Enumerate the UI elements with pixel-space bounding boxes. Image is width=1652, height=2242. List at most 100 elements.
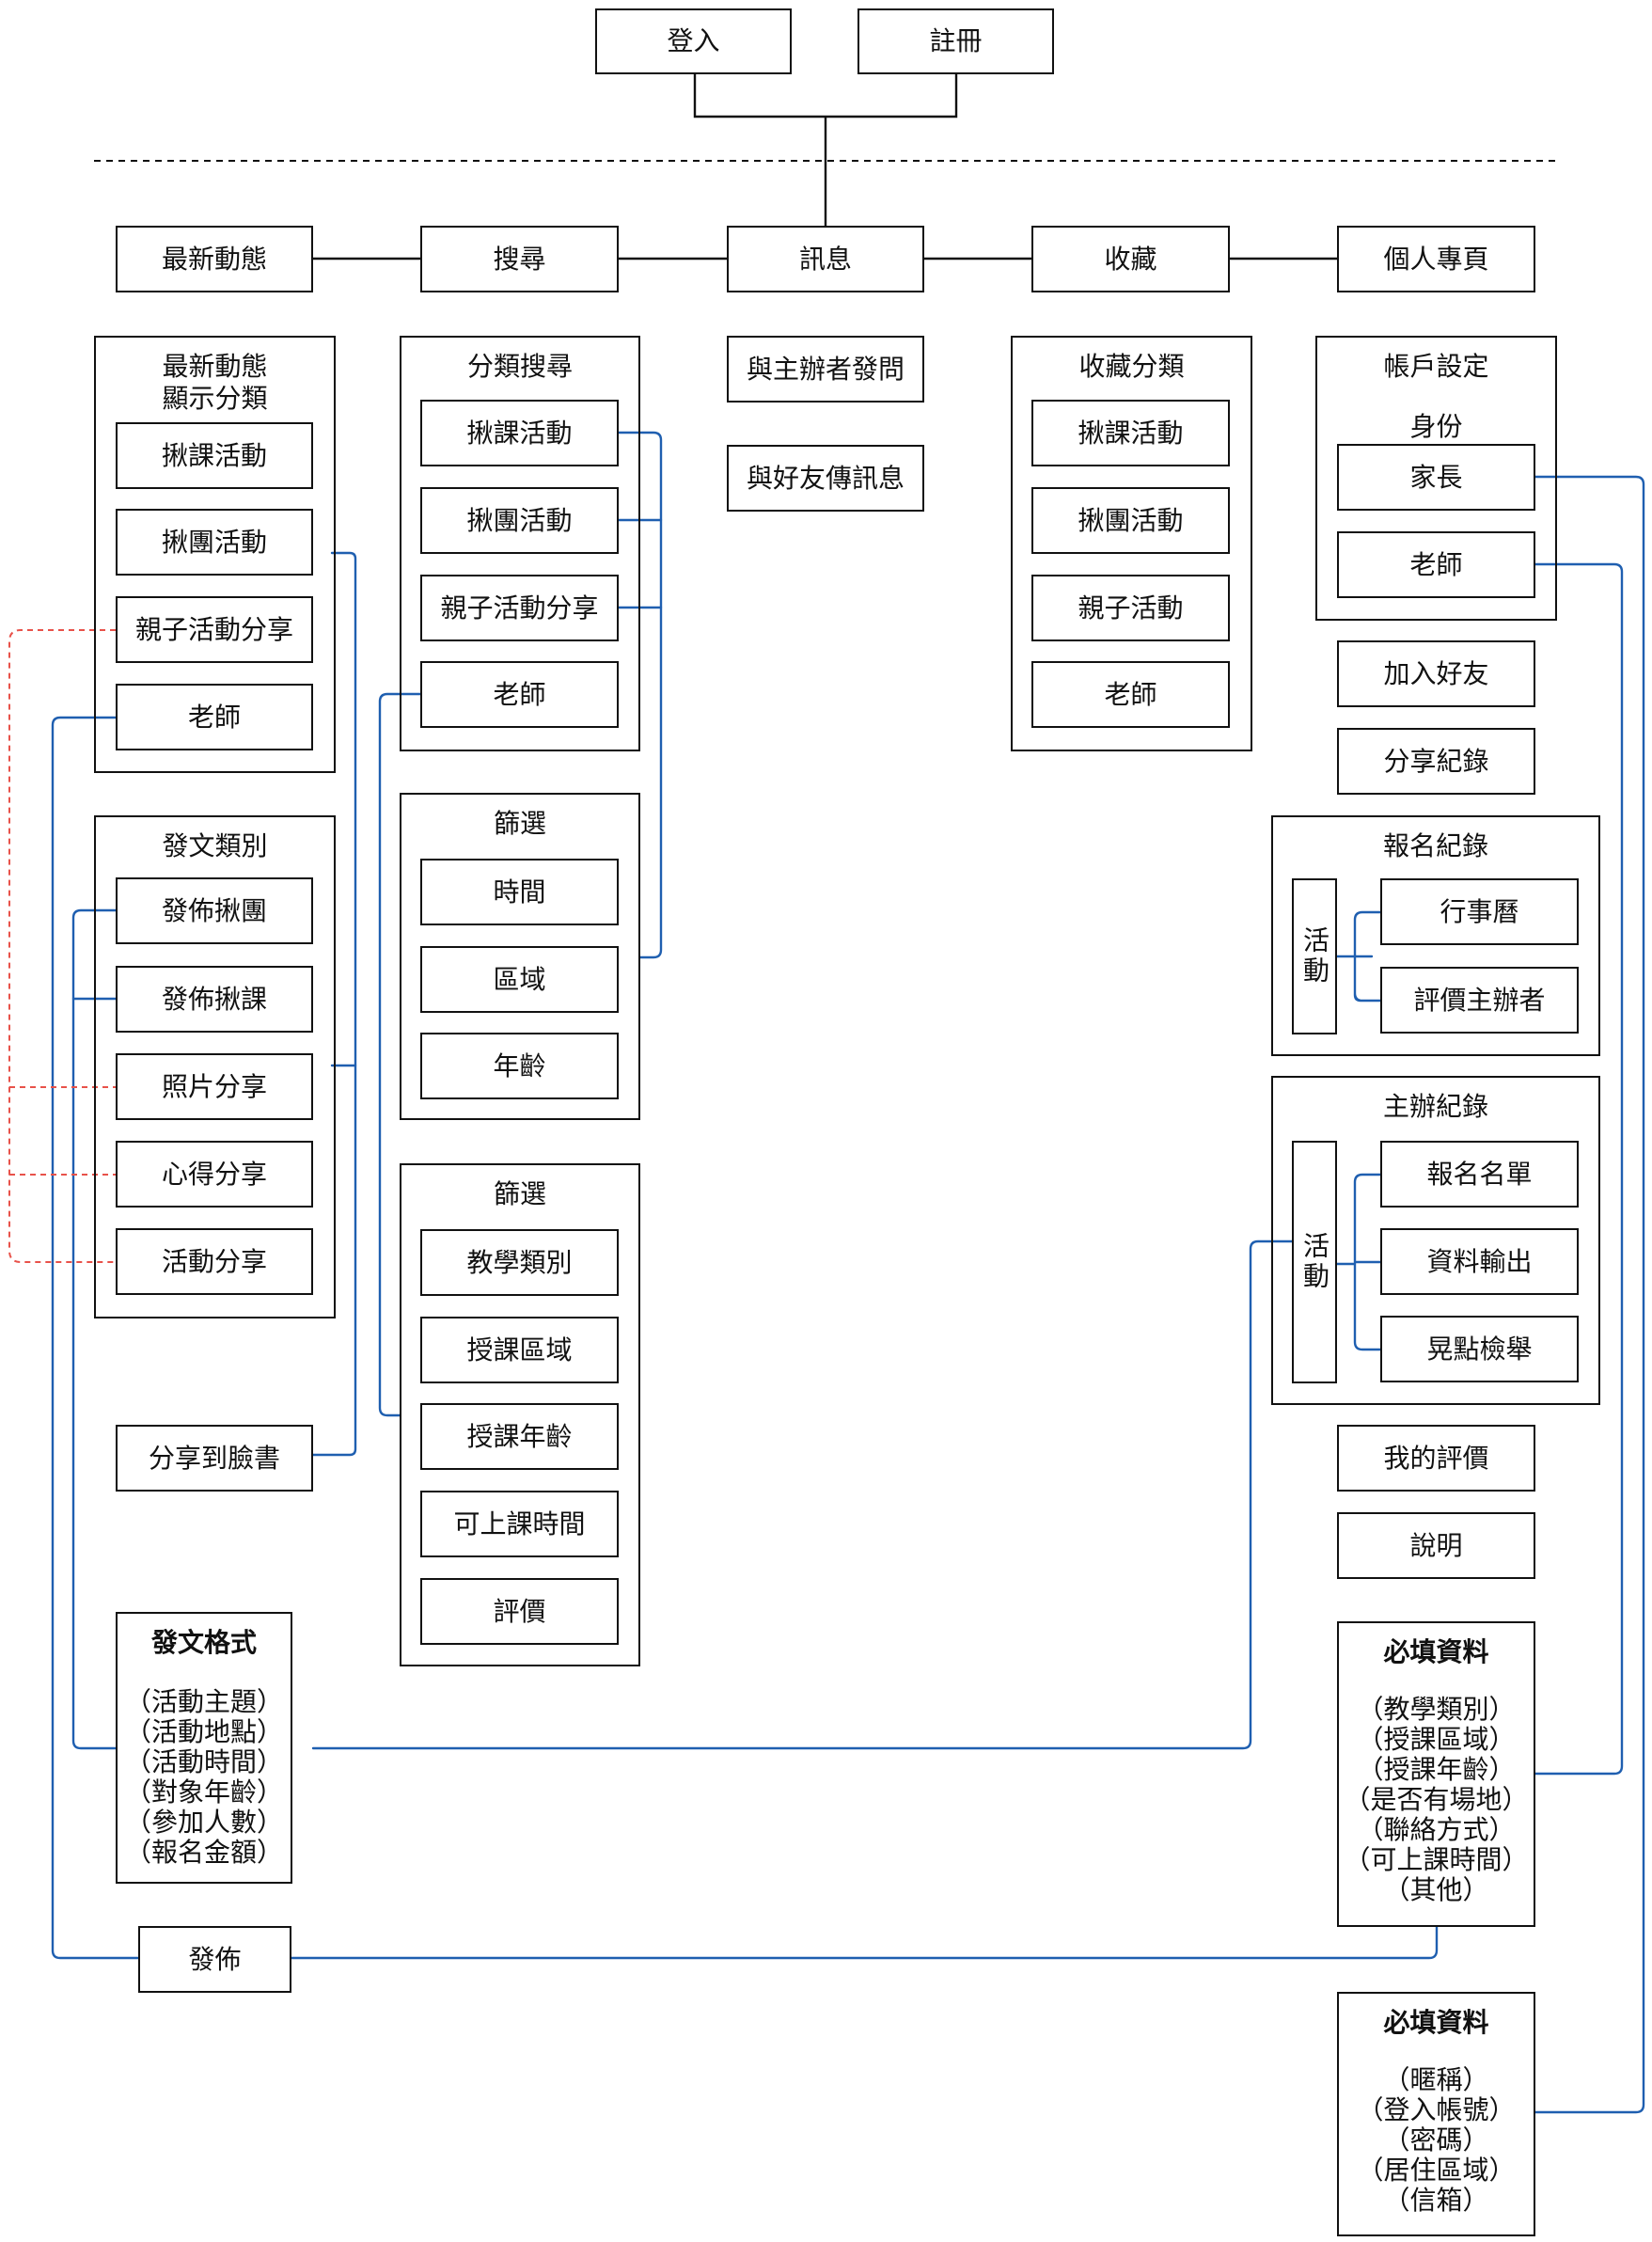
post-type-item[interactable]: 發佈揪課 [116, 966, 313, 1033]
signup-record-frame: 報名紀錄 [1271, 815, 1600, 1056]
required-info-item: （信箱） [1383, 2184, 1489, 2216]
post-type-label: 活動分享 [161, 1245, 267, 1277]
signup-record-item[interactable]: 行事曆 [1380, 878, 1579, 945]
add-friend-button[interactable]: 加入好友 [1337, 640, 1535, 707]
signup-record-item[interactable]: 評價主辦者 [1380, 967, 1579, 1034]
post-type-item[interactable]: 活動分享 [116, 1228, 313, 1295]
latest-category-item[interactable]: 揪團活動 [116, 509, 313, 576]
share-red-branch [9, 1086, 116, 1176]
required-info-item: （授課區域） [1357, 1723, 1516, 1755]
search-filter-item[interactable]: 區域 [420, 946, 619, 1013]
post-format-item: （活動地點） [124, 1715, 283, 1747]
post-type-item[interactable]: 心得分享 [116, 1141, 313, 1208]
account-settings-frame: 帳戶設定 身份 [1315, 336, 1557, 621]
favorites-item[interactable]: 揪團活動 [1031, 487, 1230, 554]
search-category-item[interactable]: 老師 [420, 661, 619, 728]
nav-latest[interactable]: 最新動態 [116, 226, 313, 292]
host-record-item-label: 資料輸出 [1426, 1245, 1533, 1277]
login-button[interactable]: 登入 [595, 8, 792, 74]
share-record-button[interactable]: 分享紀錄 [1337, 728, 1535, 795]
signup-activity-text: 活動 [1299, 926, 1330, 987]
search-filter-label: 教學類別 [466, 1246, 573, 1278]
nav-profile[interactable]: 個人專頁 [1337, 226, 1535, 292]
search-filter-label: 授課區域 [466, 1334, 573, 1366]
favorites-label: 揪課活動 [1078, 417, 1184, 449]
latest-category-label: 揪團活動 [161, 526, 267, 558]
search-filter-item[interactable]: 授課年齡 [420, 1403, 619, 1470]
signup-record-item-label: 行事曆 [1440, 895, 1519, 927]
search-category-item[interactable]: 親子活動分享 [420, 575, 619, 641]
search-filter-label: 年齡 [493, 1050, 546, 1082]
nav-search-label: 搜尋 [493, 243, 546, 275]
identity-parent-label: 家長 [1409, 461, 1463, 493]
identity-teacher-button[interactable]: 老師 [1337, 531, 1535, 598]
required-info-item: （居住區域） [1357, 2154, 1516, 2186]
latest-category-frame: 最新動態 顯示分類 [94, 336, 336, 773]
signup-record-title: 報名紀錄 [1382, 830, 1488, 861]
register-button[interactable]: 註冊 [857, 8, 1054, 74]
required-info-parent-box: 必填資料 （暱稱） （登入帳號） （密碼） （居住區域） （信箱） [1337, 1992, 1535, 2236]
search-filter2-frame: 篩選 [400, 1163, 640, 1666]
post-format-box: 發文格式 （活動主題） （活動地點） （活動時間） （對象年齡） （參加人數） … [116, 1612, 292, 1884]
post-type-title: 發文類別 [162, 830, 268, 861]
search-category-item[interactable]: 揪課活動 [420, 400, 619, 466]
search-filter-item[interactable]: 年齡 [420, 1033, 619, 1099]
required-info-item: （教學類別） [1357, 1693, 1516, 1725]
search-filter-item[interactable]: 評價 [420, 1578, 619, 1645]
search-filter-item[interactable]: 可上課時間 [420, 1491, 619, 1557]
required-info-title: 必填資料 [1383, 2007, 1489, 2038]
post-type-item[interactable]: 照片分享 [116, 1053, 313, 1120]
publish-label: 發佈 [188, 1943, 242, 1975]
search-filter-item[interactable]: 時間 [420, 859, 619, 925]
auth-connector [693, 73, 958, 118]
search-filter-item[interactable]: 教學類別 [420, 1229, 619, 1296]
post-type-item[interactable]: 發佈揪團 [116, 877, 313, 944]
host-activity-label: 活動 [1292, 1141, 1337, 1383]
latest-category-label: 老師 [187, 701, 241, 733]
required-info-item: （密碼） [1383, 2124, 1489, 2155]
search-category-item[interactable]: 揪團活動 [420, 487, 619, 554]
publish-button[interactable]: 發佈 [138, 1926, 291, 1993]
post-type-label: 發佈揪課 [161, 983, 267, 1015]
search-filter-label: 授課年齡 [466, 1420, 573, 1452]
help-button[interactable]: 說明 [1337, 1512, 1535, 1579]
host-record-item[interactable]: 晃點檢舉 [1380, 1316, 1579, 1382]
favorites-label: 老師 [1104, 678, 1157, 710]
share-facebook-button[interactable]: 分享到臉書 [116, 1425, 313, 1492]
nav-search[interactable]: 搜尋 [420, 226, 619, 292]
register-label: 註冊 [929, 25, 983, 57]
nav-favorites-label: 收藏 [1104, 243, 1157, 275]
search-filter-item[interactable]: 授課區域 [420, 1317, 619, 1383]
favorites-item[interactable]: 親子活動 [1031, 575, 1230, 641]
latest-category-item[interactable]: 親子活動分享 [116, 596, 313, 663]
message-friends-button[interactable]: 與好友傳訊息 [727, 445, 924, 512]
search-category-label: 揪課活動 [466, 417, 573, 449]
latest-category-item[interactable]: 揪課活動 [116, 422, 313, 489]
nav-profile-label: 個人專頁 [1383, 243, 1489, 275]
my-reviews-button[interactable]: 我的評價 [1337, 1425, 1535, 1492]
required-info-teacher-box: 必填資料 （教學類別） （授課區域） （授課年齡） （是否有場地） （聯絡方式）… [1337, 1621, 1535, 1927]
nav-messages[interactable]: 訊息 [727, 226, 924, 292]
favorites-item[interactable]: 揪課活動 [1031, 400, 1230, 466]
required-info-item: （是否有場地） [1344, 1783, 1529, 1815]
host-record-item-label: 晃點檢舉 [1426, 1333, 1533, 1365]
favorites-item[interactable]: 老師 [1031, 661, 1230, 728]
host-record-item[interactable]: 資料輸出 [1380, 1228, 1579, 1295]
host-record-item-label: 報名名單 [1426, 1158, 1533, 1190]
latest-category-item[interactable]: 老師 [116, 684, 313, 750]
host-record-item[interactable]: 報名名單 [1380, 1141, 1579, 1208]
post-format-item: （參加人數） [124, 1806, 283, 1838]
login-label: 登入 [667, 25, 720, 57]
identity-parent-button[interactable]: 家長 [1337, 444, 1535, 511]
post-type-label: 發佈揪團 [161, 894, 267, 926]
host-record-frame: 主辦紀錄 [1271, 1076, 1600, 1405]
search-filter2-title: 篩選 [493, 1178, 546, 1209]
message-organizer-button[interactable]: 與主辦者發問 [727, 336, 924, 403]
identity-teacher-label: 老師 [1409, 548, 1463, 580]
search-filter1-title: 篩選 [493, 808, 546, 839]
required-info-item: （聯絡方式） [1357, 1813, 1516, 1845]
nav-favorites[interactable]: 收藏 [1031, 226, 1230, 292]
search-category-frame: 分類搜尋 [400, 336, 640, 751]
post-format-item: （活動時間） [124, 1745, 283, 1777]
share-facebook-label: 分享到臉書 [148, 1442, 280, 1474]
